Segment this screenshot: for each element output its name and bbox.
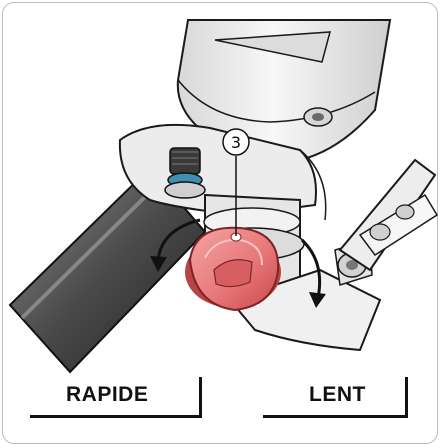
label-rapide: RAPIDE <box>66 383 148 407</box>
rapide-bracket-vertical <box>199 377 202 418</box>
brake-mount-arm <box>340 160 437 270</box>
lent-underline <box>263 415 408 418</box>
rebound-dial <box>185 228 281 310</box>
air-valve <box>165 148 205 198</box>
label-lent: LENT <box>309 383 366 407</box>
rapide-underline <box>30 415 202 418</box>
callout-number: 3 <box>231 133 241 152</box>
lent-bracket-vertical <box>405 377 408 418</box>
